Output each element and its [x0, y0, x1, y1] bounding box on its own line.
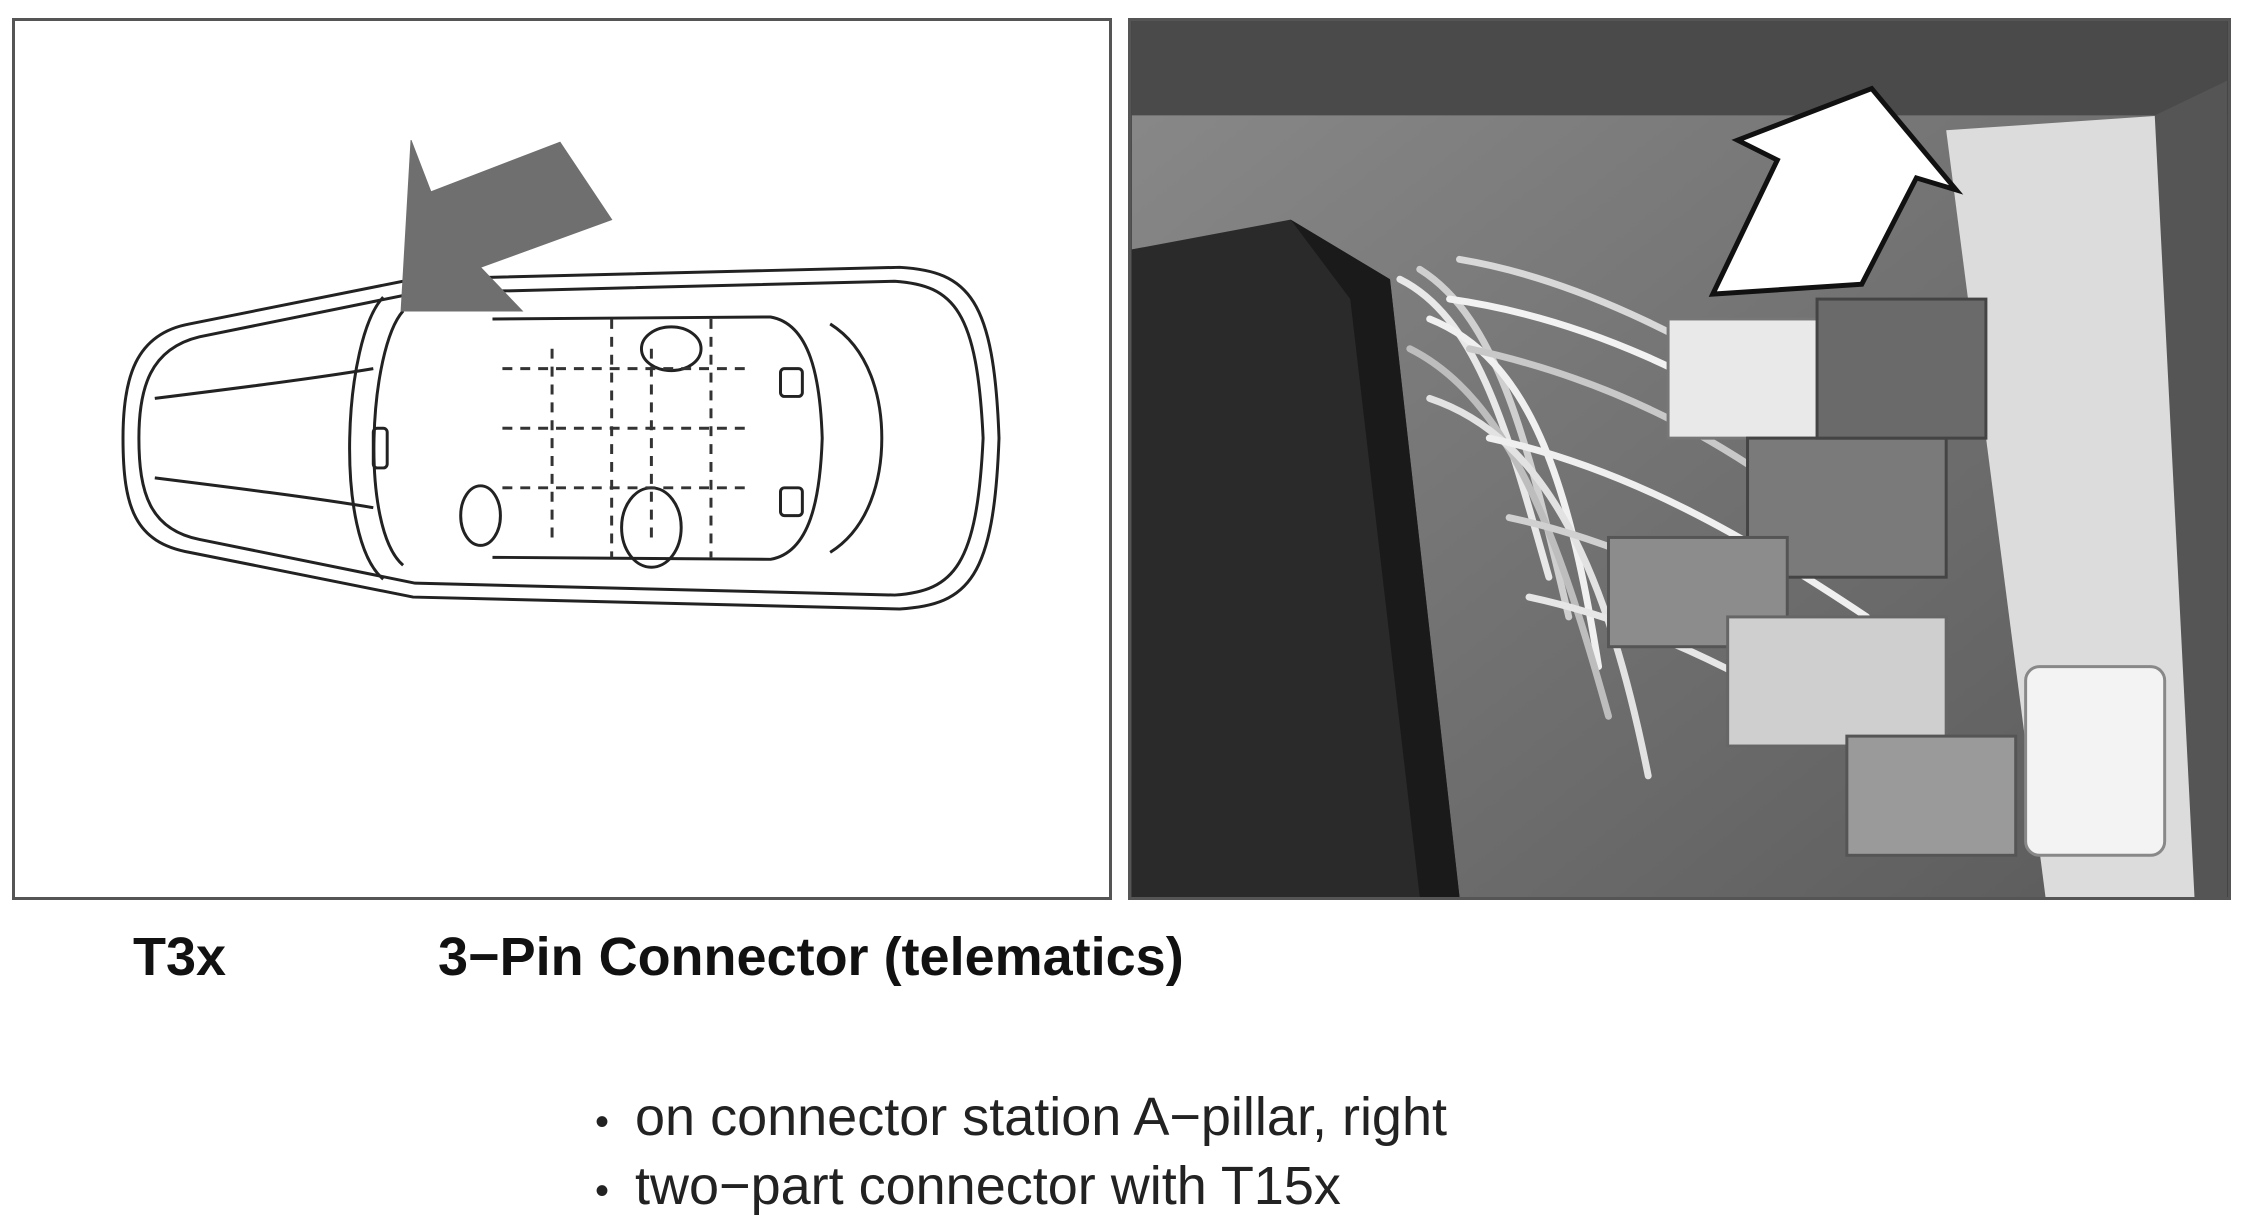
note-text: two−part connector with T15x [635, 1156, 1341, 1216]
connector-photo-icon [1131, 21, 2228, 897]
vehicle-location-diagram [12, 18, 1112, 900]
connector-title: 3−Pin Connector (telematics) [438, 927, 1184, 987]
bullet-icon: • [595, 1169, 610, 1213]
location-arrow-icon [400, 140, 613, 312]
list-item: • two−part connector with T15x [595, 1154, 1447, 1223]
car-top-view-icon [121, 140, 1001, 611]
photo-arrow-icon [1708, 85, 1964, 297]
list-item: • on connector station A−pillar, right [595, 1085, 1447, 1154]
connector-station-photo [1128, 18, 2231, 900]
bullet-icon: • [595, 1100, 610, 1144]
connector-id: T3x [133, 927, 227, 987]
notes-list: • on connector station A−pillar, right •… [595, 1085, 1447, 1223]
note-text: on connector station A−pillar, right [635, 1087, 1448, 1147]
